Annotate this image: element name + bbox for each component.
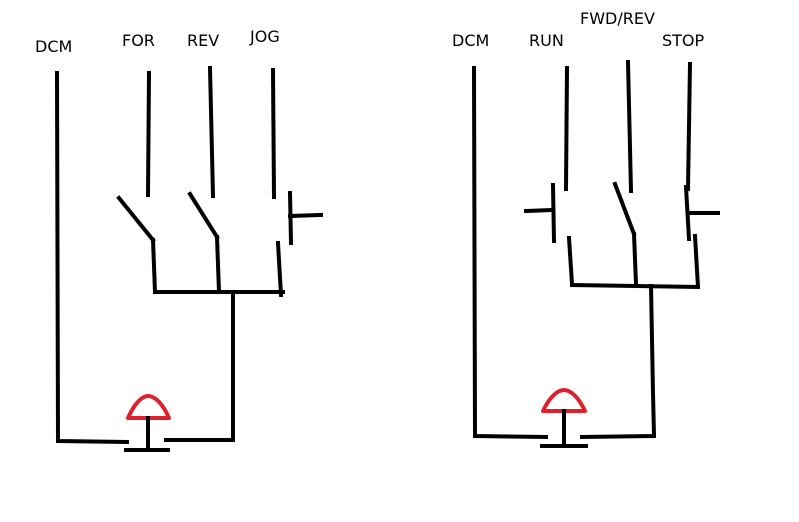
left-rev-upper-wire [207,65,216,199]
right-run-label: RUN [529,31,564,50]
left-dcm-label: DCM [35,37,72,56]
right-dcm-label: DCM [452,31,489,50]
left-jog-plunger [287,212,324,219]
left-dcm-wire [54,70,130,445]
right-fwd-rev-switch [612,59,639,287]
left-for-blade [116,195,156,243]
right-dcm-wire [471,65,549,440]
left-jog-upper-wire [270,67,277,200]
left-rev-switch [187,65,222,295]
right-return-wire [579,283,657,440]
left-rev-lower-wire [214,234,222,295]
right-stop-lower-wire [692,233,701,290]
left-for-switch [116,70,158,295]
right-estop [540,388,588,448]
left-for-label: FOR [122,31,155,50]
right-run-lower-wire [566,235,575,287]
right-stop-pushbutton [683,61,720,290]
right-run-contact-bar [550,182,557,244]
right-fwd-rev-blade [612,181,637,237]
left-return-wire [164,290,235,442]
right-estop-mushroom-icon [541,388,587,413]
left-jog-lower-wire [275,240,284,298]
right-run-pushbutton [523,65,575,287]
left-circuit: DCM FOR REV JOG [35,27,324,452]
right-fwd-rev-upper-wire [625,59,634,194]
right-fwd-rev-lower-wire [631,231,639,287]
right-run-plunger [523,207,556,214]
left-for-upper-wire [145,70,152,198]
left-rev-label: REV [187,31,219,50]
left-rev-blade [187,191,220,240]
right-fwd-rev-label: FWD/REV [580,9,655,28]
left-estop-mushroom-icon [126,394,171,420]
left-estop [124,394,171,452]
right-common-bus [569,282,701,290]
left-jog-label: JOG [249,27,280,46]
left-jog-pushbutton [270,67,324,298]
right-circuit: DCM RUN FWD/REV STOP [452,9,720,448]
left-jog-contact-bar [287,190,294,246]
right-run-upper-wire [563,65,570,192]
right-stop-upper-wire [685,61,693,192]
right-stop-label: STOP [662,31,705,50]
left-for-lower-wire [150,237,158,295]
